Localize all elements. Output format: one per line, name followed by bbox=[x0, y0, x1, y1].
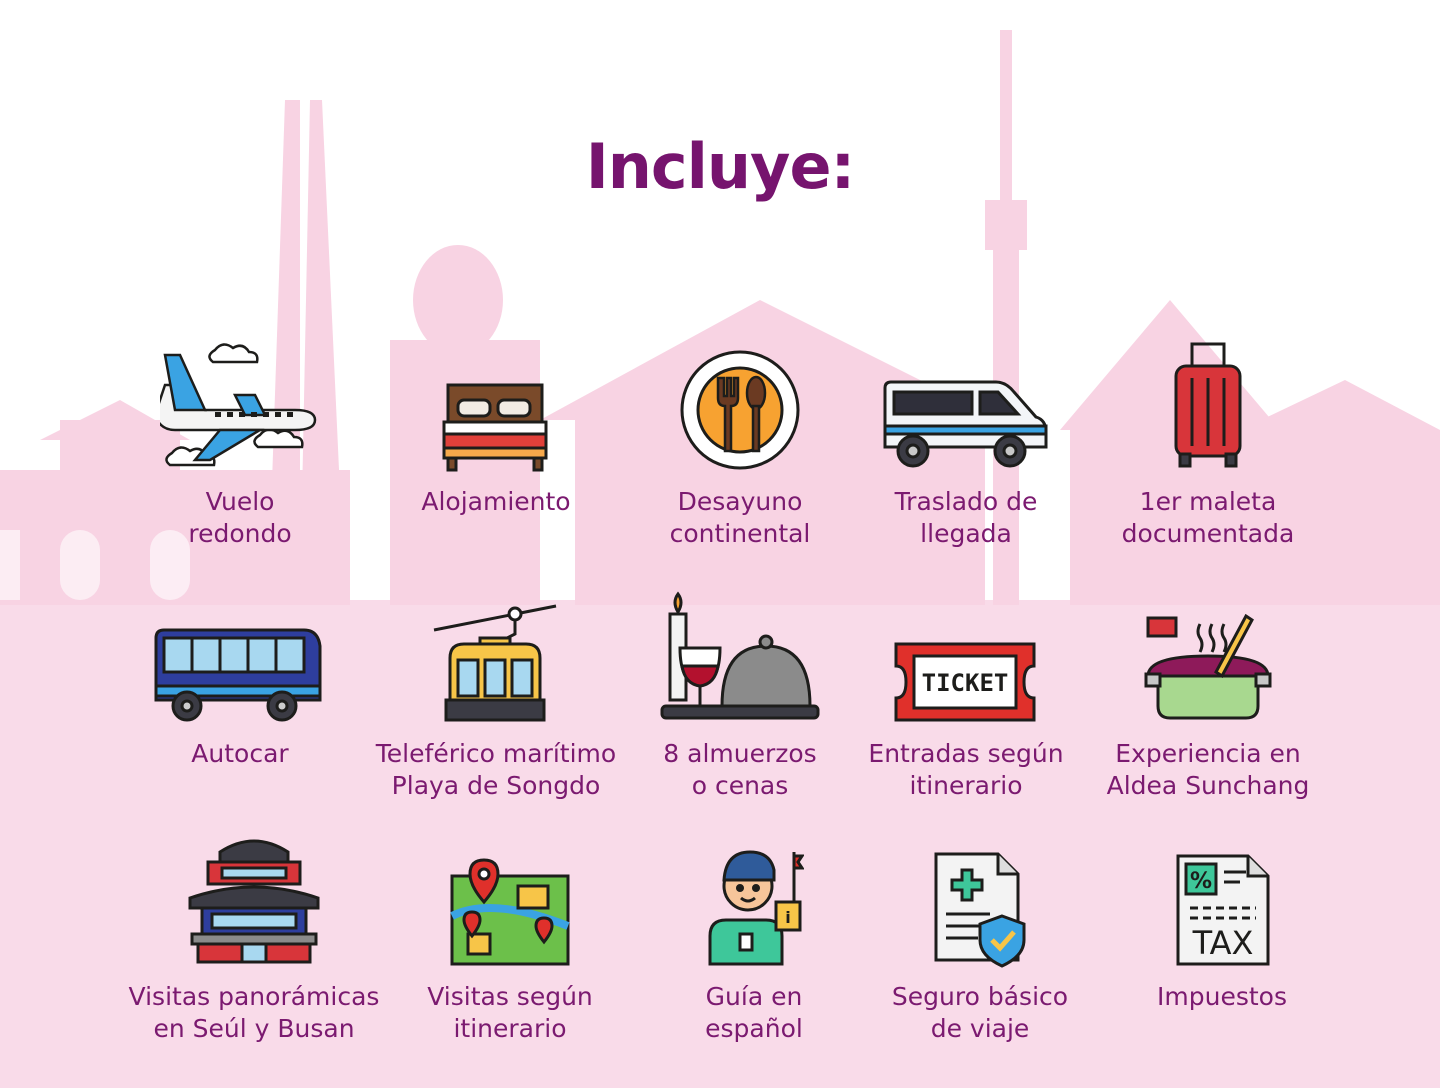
item-label-visitas: Visitas según itinerario bbox=[427, 982, 593, 1043]
tour-guide-icon: i bbox=[708, 850, 804, 966]
suitcase-icon bbox=[1174, 342, 1242, 468]
ticket-icon: TICKET bbox=[894, 642, 1036, 722]
item-label-teleferico: Teleférico marítimo Playa de Songdo bbox=[375, 739, 617, 800]
item-label-guia: Guía en español bbox=[705, 982, 803, 1043]
item-label-alojamiento: Alojamiento bbox=[421, 487, 571, 516]
plate-cutlery-icon bbox=[680, 350, 800, 470]
dinner-icon bbox=[660, 591, 820, 720]
percent-symbol: % bbox=[1190, 869, 1212, 894]
item-label-experiencia: Experiencia en Aldea Sunchang bbox=[1106, 739, 1310, 800]
item-label-desayuno: Desayuno continental bbox=[669, 487, 811, 548]
van-icon bbox=[883, 380, 1048, 468]
item-label-autocar: Autocar bbox=[191, 739, 289, 768]
item-label-vuelo: Vuelo redondo bbox=[188, 487, 292, 548]
ticket-text: TICKET bbox=[922, 669, 1009, 697]
item-label-maleta: 1er maleta documentada bbox=[1121, 487, 1295, 548]
map-icon bbox=[450, 858, 570, 966]
bed-icon bbox=[442, 383, 548, 472]
pagoda-icon bbox=[188, 839, 320, 964]
item-label-traslado: Traslado de llegada bbox=[894, 487, 1038, 548]
bus-icon bbox=[154, 628, 322, 722]
tax-icon: % TAX bbox=[1176, 854, 1270, 966]
page-title: Incluye: bbox=[585, 130, 856, 203]
airplane-icon bbox=[160, 343, 317, 467]
item-label-seguro: Seguro básico de viaje bbox=[891, 982, 1069, 1043]
insurance-icon bbox=[934, 852, 1026, 968]
item-label-entradas: Entradas según itinerario bbox=[868, 739, 1064, 800]
info-symbol: i bbox=[785, 908, 790, 927]
item-label-impuestos: Impuestos bbox=[1157, 982, 1287, 1011]
item-label-panoramicas: Visitas panorámicas en Seúl y Busan bbox=[128, 982, 380, 1043]
item-label-almuerzos: 8 almuerzos o cenas bbox=[663, 739, 817, 800]
tax-text: TAX bbox=[1192, 924, 1254, 962]
cooking-pot-icon bbox=[1144, 613, 1272, 720]
cable-car-icon bbox=[433, 604, 557, 722]
